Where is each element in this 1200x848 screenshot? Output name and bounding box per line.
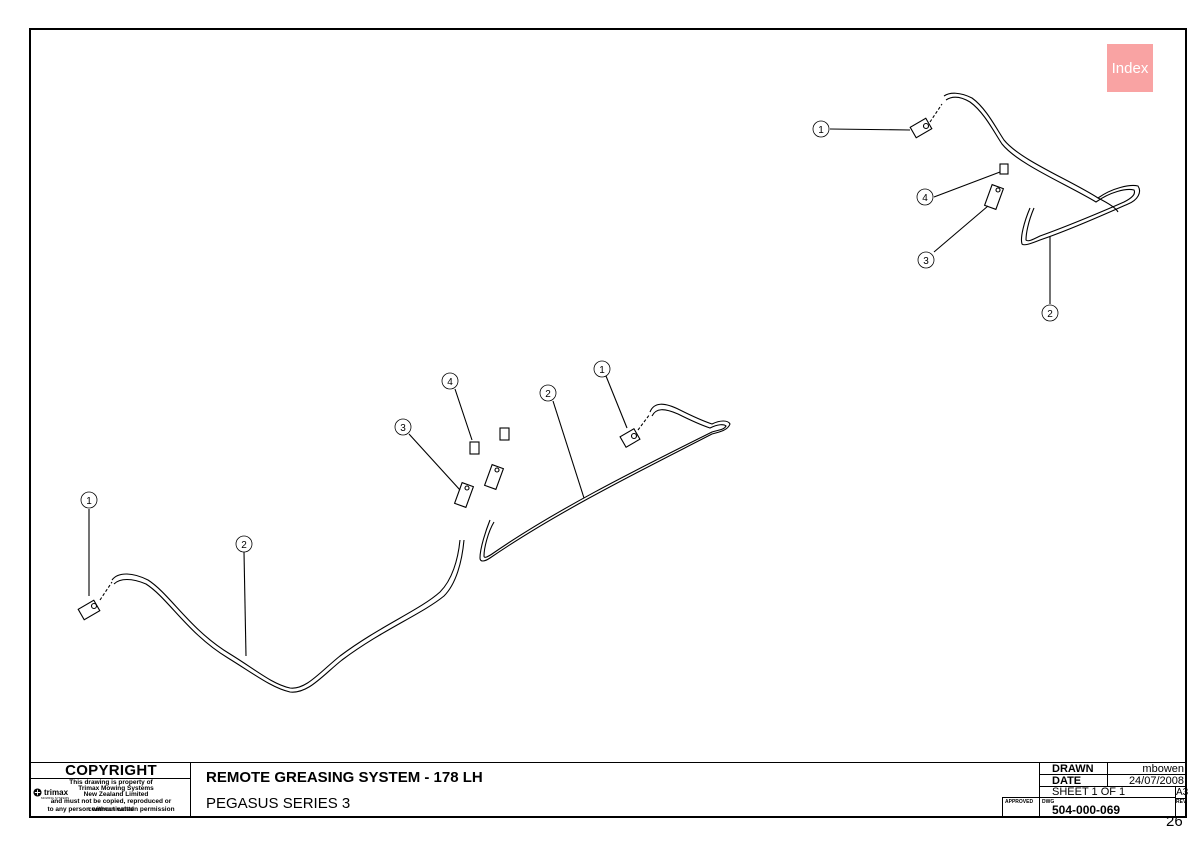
dwg-number: 504-000-069 bbox=[1052, 803, 1121, 817]
svg-text:2: 2 bbox=[1047, 309, 1053, 320]
dwg-label: DWG bbox=[1042, 799, 1055, 805]
tr-grease-line-part-2 bbox=[943, 92, 1141, 246]
callout-1-lower-left: 1 bbox=[80, 491, 98, 509]
copyright-line: New Zealand Limited bbox=[83, 791, 149, 798]
callout-3-top-right: 3 bbox=[917, 251, 935, 269]
drawing-info-block: DRAWN mbowen DATE 24/07/2008 SHEET 1 OF … bbox=[1039, 763, 1189, 817]
mid-adapter-part-3a bbox=[453, 481, 475, 509]
copyright-line: to any person without written permission bbox=[47, 806, 175, 813]
callout-4-mid: 4 bbox=[441, 372, 459, 390]
copyright-line: This drawing is property of bbox=[69, 779, 153, 786]
callout-2-mid: 2 bbox=[539, 384, 557, 402]
callout-4-top-right: 4 bbox=[916, 188, 934, 206]
drawn-value: mbowen bbox=[1108, 763, 1186, 775]
drawing-subtitle: PEGASUS SERIES 3 bbox=[206, 795, 351, 812]
drawing-border bbox=[29, 28, 1187, 818]
callout-3-mid: 3 bbox=[394, 418, 412, 436]
trimax-logo-icon bbox=[33, 788, 42, 797]
copyright-line: Trimax Mowing Systems bbox=[78, 785, 154, 792]
rev-label: REV bbox=[1176, 799, 1187, 805]
svg-text:3: 3 bbox=[400, 423, 406, 434]
paper-size: A3 bbox=[1176, 787, 1189, 799]
ll-grease-line-part-2 bbox=[111, 539, 465, 693]
callout-2-top-right: 2 bbox=[1041, 304, 1059, 322]
svg-text:4: 4 bbox=[922, 193, 928, 204]
callout-2-lower-left: 2 bbox=[235, 535, 253, 553]
svg-text:2: 2 bbox=[545, 389, 551, 400]
mid-nipple-part-4a bbox=[469, 441, 480, 455]
sheet-number: SHEET 1 OF 1 bbox=[1040, 787, 1176, 798]
svg-text:1: 1 bbox=[86, 496, 92, 507]
callout-1-mid: 1 bbox=[593, 360, 611, 378]
ll-fitting-part-1 bbox=[77, 581, 113, 621]
mid-nipple-part-4b bbox=[499, 427, 510, 441]
trimax-logo: trimax bbox=[33, 788, 68, 797]
index-button[interactable]: Index bbox=[1107, 44, 1153, 92]
date-label: DATE bbox=[1040, 775, 1108, 787]
tr-adapter-part-3 bbox=[983, 183, 1005, 211]
drawn-label: DRAWN bbox=[1040, 763, 1108, 775]
date-value: 24/07/2008 bbox=[1108, 775, 1186, 787]
approved-label: APPROVED bbox=[1002, 797, 1039, 817]
svg-text:1: 1 bbox=[599, 365, 605, 376]
copyright-heading: COPYRIGHT bbox=[31, 763, 191, 779]
logo-subtext: MOWING SYSTEMS bbox=[41, 796, 70, 800]
mid-fitting-part-1 bbox=[619, 413, 651, 448]
svg-text:4: 4 bbox=[447, 377, 453, 388]
mid-adapter-part-3b bbox=[483, 463, 505, 491]
callout-1-top-right: 1 bbox=[812, 120, 830, 138]
tr-fitting-part-1 bbox=[909, 103, 943, 139]
copyright-line: and must not be copied, reproduced or co… bbox=[50, 798, 172, 813]
drawing-title: REMOTE GREASING SYSTEM - 178 LH bbox=[206, 769, 483, 786]
svg-text:2: 2 bbox=[241, 540, 247, 551]
mid-grease-line-part-2 bbox=[479, 403, 731, 562]
tr-nipple-part-4 bbox=[999, 163, 1009, 175]
dwg-cell: DWG 504-000-069 bbox=[1040, 798, 1176, 817]
copyright-block: COPYRIGHT This drawing is property of Tr… bbox=[31, 763, 191, 817]
title-block: COPYRIGHT This drawing is property of Tr… bbox=[31, 762, 1189, 817]
svg-text:3: 3 bbox=[923, 256, 929, 267]
page-number: 26 bbox=[1166, 813, 1183, 830]
svg-text:1: 1 bbox=[818, 125, 824, 136]
